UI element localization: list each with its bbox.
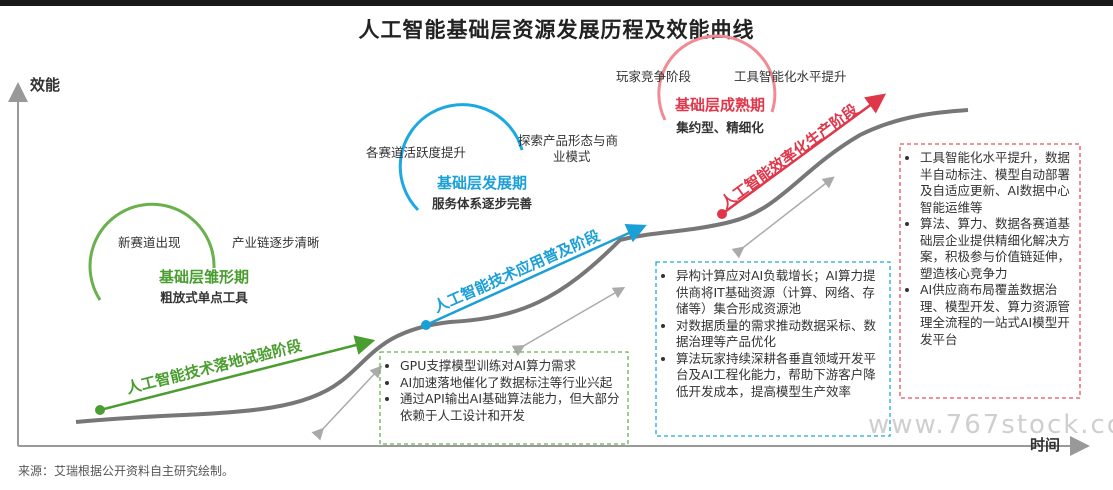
box2-item-1: 异构计算应对AI负载增长；AI算力提供商将IT基础资源（计算、网络、存储等）集合… [676,268,882,318]
box3-item-2: 算法、算力、数据各赛道基础层企业提供精细化解决方案，积极参与价值链延伸，塑造核心… [920,216,1072,282]
phase2-sub: 服务体系逐步完善 [431,196,532,211]
box-2-border [655,261,891,437]
phase-ring-3 [657,34,777,121]
source-note: 来源：艾瑞根据公开资料自主研究绘制。 [18,464,235,478]
phase1-sub: 粗放式单点工具 [160,290,248,305]
stage-arrow-1 [99,335,376,412]
box1-item-1: GPU支撑模型训练对AI算力需求 [400,358,620,375]
box3-item-1: 工具智能化水平提升，数据半自动标注、模型自动部署及自适应更新、AI数据中心智能运… [920,150,1072,216]
box-3: 工具智能化水平提升，数据半自动标注、模型自动部署及自适应更新、AI数据中心智能运… [902,146,1078,396]
phase3-note-1: 玩家竞争阶段 [616,69,692,84]
phase1-note-2: 产业链逐步清晰 [232,235,320,250]
phase1-title: 基础层雏形期 [158,268,249,286]
grey-arrow-1 [311,365,383,441]
stage-dot-3 [717,209,727,219]
x-axis-label: 时间 [1030,436,1061,454]
phase2-note-3: 业模式 [553,149,591,164]
grey-arrow-2 [511,286,626,357]
phase2-note-2: 探索产品形态与商 [518,133,619,148]
top-bar [0,0,1113,6]
phase3-sub: 集约型、精细化 [676,120,764,135]
box3-item-3: AI供应商布局覆盖数据治理、模型开发、算力资源管理全流程的一站式AI模型开发平台 [920,282,1072,348]
box-1-border [379,351,629,445]
stage-dot-1 [95,405,105,415]
stage-arrow-2 [425,224,647,327]
phase-ring-2 [398,103,524,212]
page-title: 人工智能基础层资源发展历程及效能曲线 [358,18,755,42]
box1-item-2: AI加速落地催化了数据标注等行业兴起 [400,375,620,392]
box-2: 异构计算应对AI负载增长；AI算力提供商将IT基础资源（计算、网络、存储等）集合… [658,264,888,434]
box-1: GPU支撑模型训练对AI算力需求 AI加速落地催化了数据标注等行业兴起 通过AP… [382,354,626,442]
phase3-title: 基础层成熟期 [674,96,765,114]
phase3-note-2: 工具智能化水平提升 [734,69,847,84]
phase-ring-1 [88,202,216,301]
phase1-note-1: 新赛道出现 [118,235,181,250]
stage-dot-2 [421,320,431,330]
phase2-note-1: 各赛道活跃度提升 [366,145,467,160]
watermark: www.767stock.co [868,410,1113,440]
phase2-title: 基础层发展期 [436,174,527,192]
box1-item-3: 通过API输出AI基础算法能力，但大部分依赖于人工设计和开发 [400,391,620,424]
y-axis-label: 效能 [30,76,61,94]
grey-arrow-3 [731,176,835,259]
box2-item-3: 算法玩家持续深耕各垂直领域开发平台及AI工程化能力，帮助下游客户降低开发成本，提… [676,351,882,401]
box2-item-2: 对数据质量的需求推动数据采标、数据治理等产品优化 [676,318,882,351]
